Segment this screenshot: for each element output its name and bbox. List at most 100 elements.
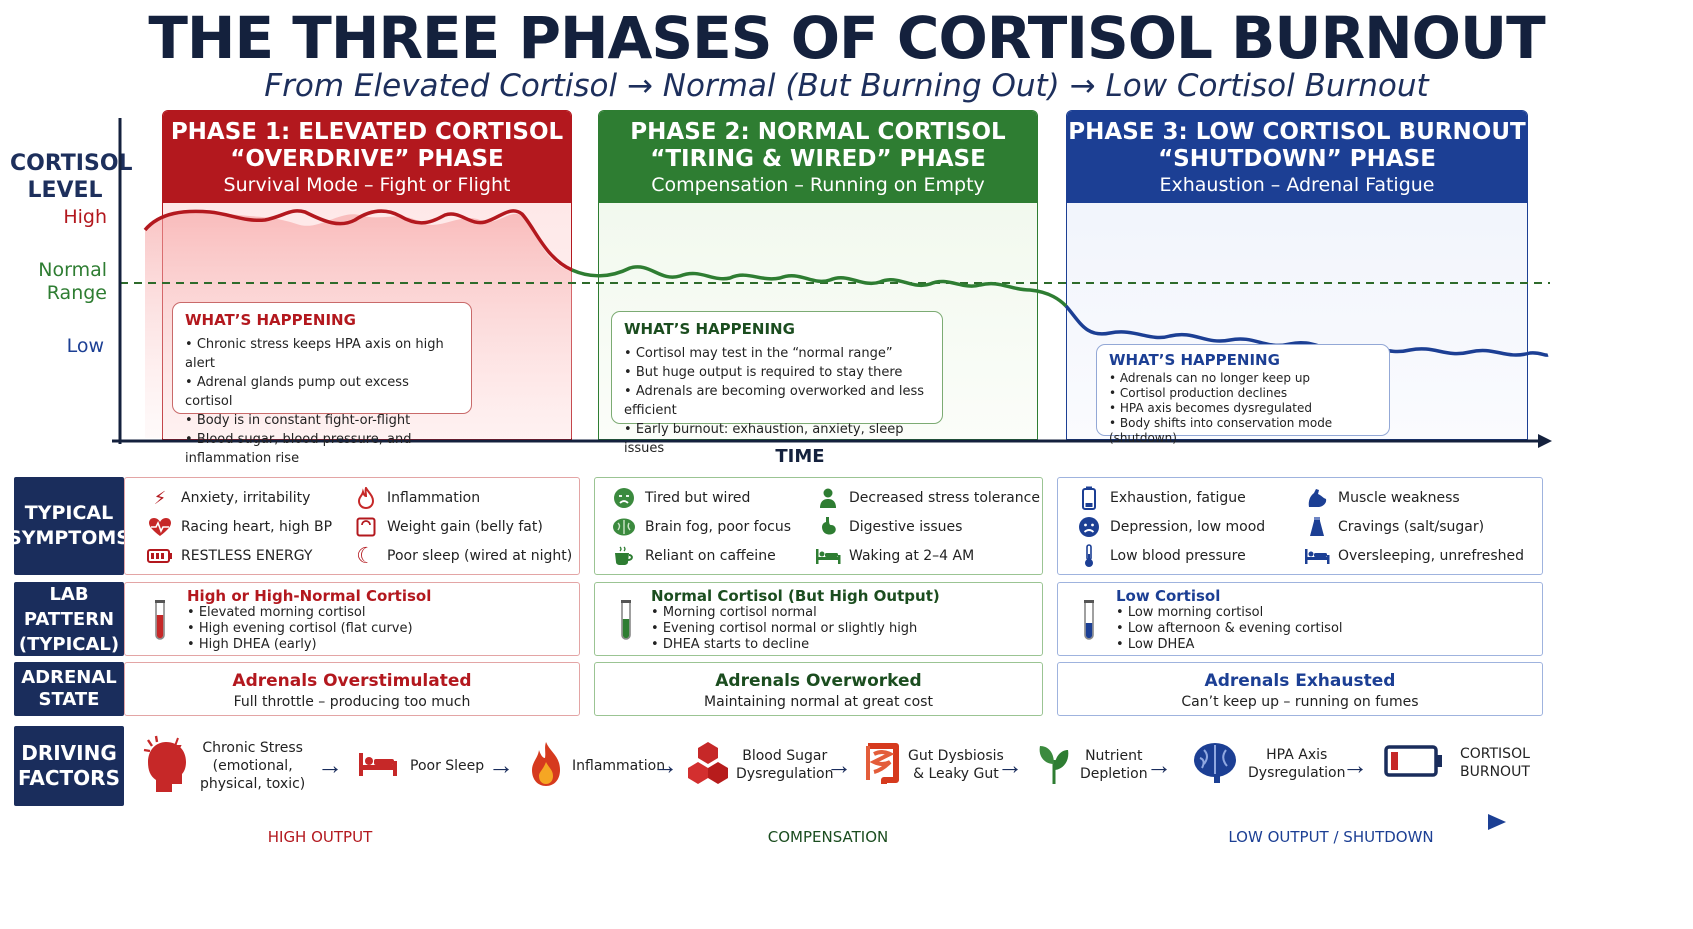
symptom-item: Oversleeping, unrefreshed [1304, 544, 1524, 568]
phase-3-lab-cell: Low Cortisol Low morning cortisol Low af… [1057, 582, 1543, 656]
factor-cortisol-burnout: CORTISOL BURNOUT [1384, 745, 1530, 781]
phase-3-happening-title: WHAT’S HAPPENING [1109, 351, 1280, 369]
flow-arrow-icon: → [652, 750, 678, 780]
arm-icon [1304, 486, 1330, 510]
symptom-item: Exhaustion, fatigue [1076, 486, 1246, 510]
lab-item: Low afternoon & evening cortisol [1116, 621, 1343, 637]
brain-icon [611, 515, 637, 539]
lab-item: Evening cortisol normal or slightly high [651, 621, 917, 637]
symptom-item: RESTLESS ENERGY [147, 544, 312, 568]
symptom-text: Digestive issues [849, 519, 963, 535]
phase-1-happening-item: Body is in constant fight-or-flight [185, 411, 459, 430]
phase-2-happening-item: Cortisol may test in the “normal range” [624, 344, 930, 363]
lab-item: High DHEA (early) [187, 637, 413, 653]
phase-3-happening-box: WHAT’S HAPPENING Adrenals can no longer … [1096, 344, 1390, 445]
phase-2-subtitle: Compensation – Running on Empty [651, 174, 985, 196]
factor-label: HPA Axis [1266, 747, 1328, 763]
y-label-normal-line2: Range [46, 282, 107, 304]
symptom-text: Tired but wired [645, 490, 751, 506]
symptom-text: Waking at 2–4 AM [849, 548, 975, 564]
flame-icon [353, 486, 379, 510]
phase-2-header: PHASE 2: NORMAL CORTISOL “TIRING & WIRED… [599, 111, 1037, 203]
factor-label: CORTISOL [1460, 746, 1530, 762]
phase-1-nickname: “OVERDRIVE” PHASE [230, 146, 504, 172]
tired-face-icon [611, 486, 637, 510]
symptom-text: Weight gain (belly fat) [387, 519, 543, 535]
symptom-text: Exhaustion, fatigue [1110, 490, 1246, 506]
factor-nutrient-depletion: Nutrient Depletion [1036, 740, 1148, 790]
lab-item: Low morning cortisol [1116, 605, 1343, 621]
factor-label: BURNOUT [1460, 764, 1530, 780]
symptom-item: Weight gain (belly fat) [353, 515, 543, 539]
symptom-text: Anxiety, irritability [181, 490, 311, 506]
factor-blood-sugar: Blood Sugar Dysregulation [688, 740, 833, 790]
flow-arrow-icon: → [997, 750, 1023, 780]
phase-3-title: PHASE 3: LOW CORTISOL BURNOUT [1068, 119, 1526, 145]
row-label-adrenal-line1: ADRENAL [21, 667, 117, 688]
symptom-item: Brain fog, poor focus [611, 515, 791, 539]
phase-3-adrenal-subtitle: Can’t keep up – running on fumes [1181, 694, 1419, 710]
lab-item: Elevated morning cortisol [187, 605, 413, 621]
phase-3-happening-item: Cortisol production declines [1109, 386, 1377, 401]
lab-item: Morning cortisol normal [651, 605, 917, 621]
phase-2-happening-title: WHAT’S HAPPENING [624, 320, 795, 338]
page-subtitle: From Elevated Cortisol → Normal (But Bur… [264, 68, 1429, 104]
phase-1-happening-item: Blood sugar, blood pressure, and inflamm… [185, 430, 459, 468]
phase-2-adrenal-title: Adrenals Overworked [715, 671, 922, 691]
symptom-text: Decreased stress tolerance [849, 490, 1040, 506]
symptom-item: Tired but wired [611, 486, 750, 510]
heartbeat-icon [147, 515, 173, 539]
factor-label: Gut Dysbiosis [908, 748, 1004, 764]
output-spectrum-arrow [126, 814, 1506, 830]
symptom-item: Waking at 2–4 AM [815, 544, 974, 568]
factor-label: Depletion [1080, 766, 1148, 782]
y-label-low: Low [66, 335, 104, 357]
bed-icon [1304, 544, 1330, 568]
row-label-symptoms-line2: SYMPTOMS [8, 527, 130, 549]
phase-2-happening-item: Early burnout: exhaustion, anxiety, slee… [624, 420, 930, 458]
row-label-lab-line1: LAB PATTERN [23, 583, 115, 630]
phase-3-symptoms-cell: Exhaustion, fatigue Muscle weakness Depr… [1057, 477, 1543, 575]
symptom-text: Low blood pressure [1110, 548, 1246, 564]
test-tube-icon [619, 599, 633, 646]
bed-icon [358, 751, 398, 781]
phase-2-happening-item: Adrenals are becoming overworked and les… [624, 382, 930, 420]
flow-arrow-icon: → [1146, 750, 1172, 780]
factor-label: Chronic Stress [202, 740, 303, 756]
phase-3-lab-title: Low Cortisol [1116, 587, 1221, 605]
lab-item: Low DHEA [1116, 637, 1343, 653]
symptom-text: Cravings (salt/sugar) [1338, 519, 1485, 535]
phase-1-happening-box: WHAT’S HAPPENING Chronic stress keeps HP… [172, 302, 472, 466]
flow-arrow-icon: → [826, 750, 852, 780]
lab-item: DHEA starts to decline [651, 637, 917, 653]
phase-1-adrenal-subtitle: Full throttle – producing too much [233, 694, 471, 710]
phase-2-adrenal-cell: Adrenals Overworked Maintaining normal a… [594, 662, 1043, 716]
phase-1-adrenal-cell: Adrenals Overstimulated Full throttle – … [124, 662, 580, 716]
row-label-adrenal-line2: STATE [38, 689, 100, 710]
factor-label: Dysregulation [1248, 765, 1346, 781]
phase-3-nickname: “SHUTDOWN” PHASE [1158, 146, 1436, 172]
phase-2-adrenal-subtitle: Maintaining normal at great cost [704, 694, 933, 710]
flame-icon [528, 740, 564, 792]
y-axis-title: CORTISOL LEVEL [10, 150, 133, 204]
phase-3-happening-item: Adrenals can no longer keep up [1109, 371, 1377, 386]
brain-icon [1192, 740, 1238, 788]
thermometer-icon [1076, 544, 1102, 568]
scale-icon [353, 515, 379, 539]
symptom-text: Oversleeping, unrefreshed [1338, 548, 1524, 564]
phase-1-happening-item: Adrenal glands pump out excess cortisol [185, 373, 459, 411]
factor-poor-sleep: Poor Sleep [358, 751, 484, 781]
symptom-text: Brain fog, poor focus [645, 519, 792, 535]
symptom-text: Reliant on caffeine [645, 548, 776, 564]
phase-2-symptoms-cell: Tired but wired Decreased stress toleran… [594, 477, 1043, 575]
phase-2-nickname: “TIRING & WIRED” PHASE [650, 146, 986, 172]
symptom-item: Inflammation [353, 486, 480, 510]
y-label-normal-line1: Normal [38, 259, 107, 281]
symptom-item: Reliant on caffeine [611, 544, 776, 568]
sad-face-icon [1076, 515, 1102, 539]
phase-3-header: PHASE 3: LOW CORTISOL BURNOUT “SHUTDOWN”… [1067, 111, 1527, 203]
factor-label: Dysregulation [736, 766, 834, 782]
